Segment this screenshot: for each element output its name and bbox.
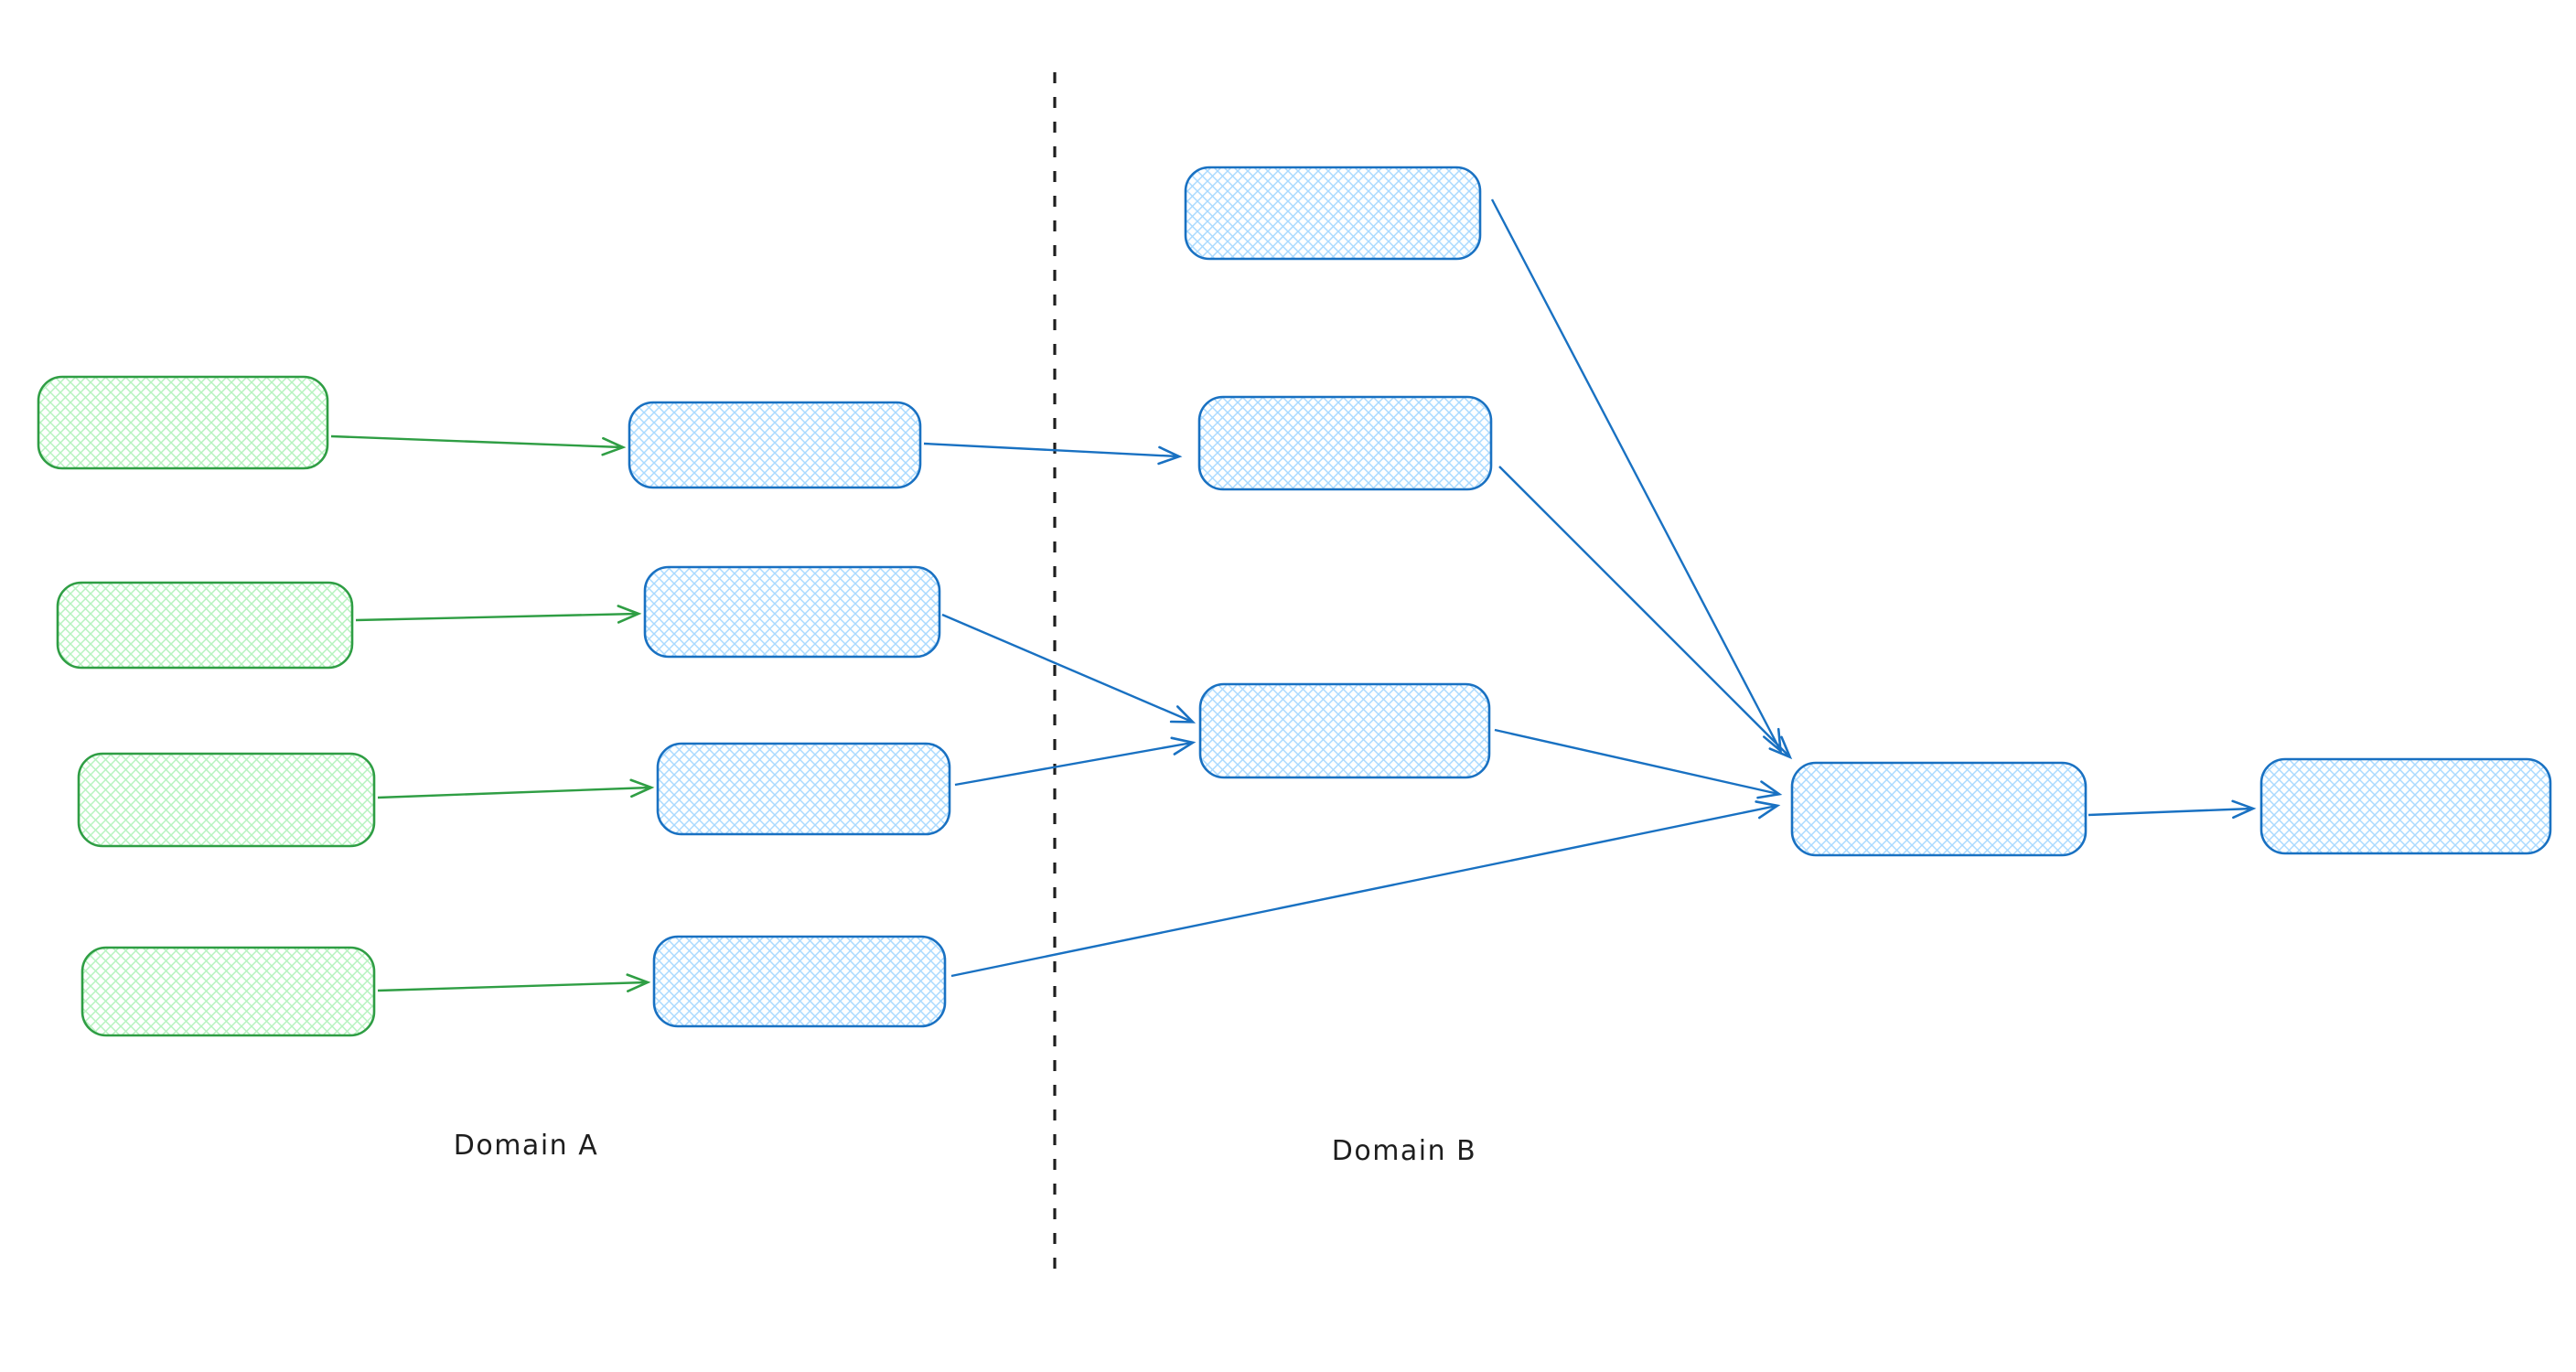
edge-c2-hub	[1498, 466, 1793, 760]
edge-a3-b3	[377, 778, 655, 799]
node-a4	[80, 946, 376, 1037]
edge-b3-c3	[954, 736, 1197, 787]
green-edges	[330, 434, 655, 992]
edge-b2-c3	[941, 613, 1197, 724]
edge-a2-b2	[355, 605, 642, 624]
edge-b4-hub	[950, 800, 1781, 978]
node-b4	[652, 935, 947, 1028]
edge-c1-hub	[1490, 198, 1783, 754]
edge-hub-out	[2088, 799, 2257, 820]
node-hub	[1790, 761, 2088, 857]
node-out	[2259, 757, 2552, 855]
node-c1	[1184, 166, 1482, 261]
edge-a1-b1	[330, 434, 627, 456]
green-nodes	[37, 375, 376, 1037]
edge-c3-hub	[1494, 728, 1783, 799]
blue-edges	[923, 198, 2257, 978]
node-b1	[628, 401, 922, 489]
domain-a-label: Domain A	[454, 1130, 598, 1162]
node-b2	[643, 565, 941, 659]
region-labels: Domain A Domain B	[454, 1130, 1477, 1167]
blue-nodes	[628, 166, 2552, 1028]
edge-a4-b4	[377, 973, 651, 992]
edge-b1-c2	[923, 442, 1183, 466]
node-a1	[37, 375, 329, 470]
node-c2	[1197, 395, 1493, 491]
node-a3	[77, 752, 376, 848]
domain-b-label: Domain B	[1332, 1135, 1477, 1167]
node-a2	[56, 581, 354, 670]
node-b3	[656, 742, 951, 836]
node-c3	[1198, 682, 1491, 779]
